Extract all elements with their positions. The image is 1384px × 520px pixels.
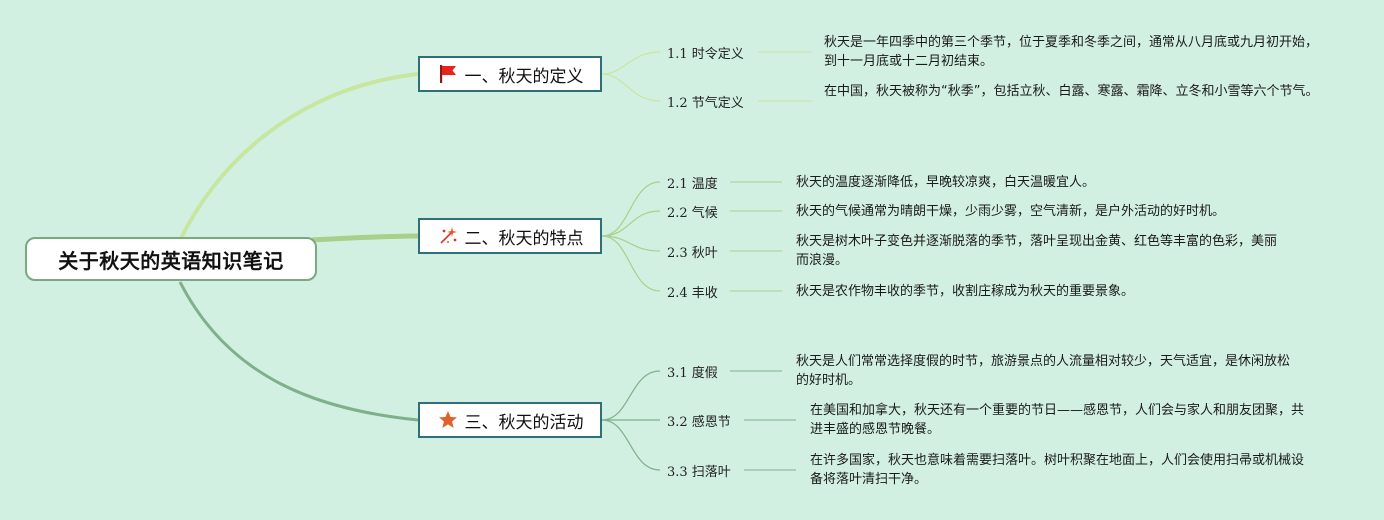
branch-characteristics[interactable]: 二、秋天的特点 [418,218,602,254]
link-b2-s2 [601,210,661,237]
red-flag-icon [437,63,459,85]
note-3-2: 在美国和加拿大，秋天还有一个重要的节日——感恩节，人们会与家人和朋友团聚，共进丰… [810,403,1305,437]
note-1-1: 秋天是一年四季中的第三个季节，位于夏季和冬季之间，通常从八月底或九月初开始，到十… [824,35,1319,69]
subtopic-2-2[interactable]: 2.2 气候 [667,206,718,221]
link-b1-s1 [601,51,661,75]
link-root-branch2 [311,233,419,243]
branch-definition-label: 一、秋天的定义 [464,66,584,87]
note-2-2: 秋天的气候通常为晴朗干燥，少雨少雾，空气清新，是户外活动的好时机。 [796,204,1226,219]
subtopic-3-1[interactable]: 3.1 度假 [667,366,718,381]
link-b2-s4 [601,235,661,292]
link-b1-s2 [601,73,661,102]
link-root-branch3 [178,281,419,422]
link-b2-s1 [601,181,661,237]
subtopic-2-1[interactable]: 2.1 温度 [667,177,718,192]
note-3-1: 秋天是人们常常选择度假的时节，旅游景点的人流量相对较少，天气适宜，是休闲放松的好… [796,354,1291,388]
note-3-3: 在许多国家，秋天也意味着需要扫落叶。树叶积聚在地面上，人们会使用扫帚或机械设备将… [810,453,1305,487]
root-topic[interactable]: 关于秋天的英语知识笔记 [25,237,317,281]
branch-activities[interactable]: 三、秋天的活动 [418,402,602,438]
subtopic-1-1[interactable]: 1.1 时令定义 [667,47,744,62]
link-b2-s3 [601,235,661,252]
subtopic-1-2[interactable]: 1.2 节气定义 [667,96,744,111]
note-2-3: 秋天是树木叶子变色并逐渐脱落的季节，落叶呈现出金黄、红色等丰富的色彩，美丽而浪漫… [796,234,1278,268]
sparkle-icon [437,225,459,247]
subtopic-2-4[interactable]: 2.4 丰收 [667,286,718,301]
link-root-branch1 [178,72,419,241]
link-b3-s1 [601,370,661,421]
note-2-1: 秋天的温度逐渐降低，早晚较凉爽，白天温暖宜人。 [796,175,1096,190]
note-1-2: 在中国，秋天被称为“秋季”，包括立秋、白露、寒露、霜降、立冬和小雪等六个节气。 [824,84,1319,99]
note-2-4: 秋天是农作物丰收的季节，收割庄稼成为秋天的重要景象。 [796,284,1135,299]
link-b3-s3 [601,419,661,471]
branch-definition[interactable]: 一、秋天的定义 [418,56,602,92]
star-icon [437,409,459,431]
subtopic-2-3[interactable]: 2.3 秋叶 [667,246,718,261]
branch-characteristics-label: 二、秋天的特点 [464,228,584,249]
subtopic-3-2[interactable]: 3.2 感恩节 [667,415,731,430]
subtopic-3-3[interactable]: 3.3 扫落叶 [667,465,731,480]
branch-activities-label: 三、秋天的活动 [464,412,584,433]
